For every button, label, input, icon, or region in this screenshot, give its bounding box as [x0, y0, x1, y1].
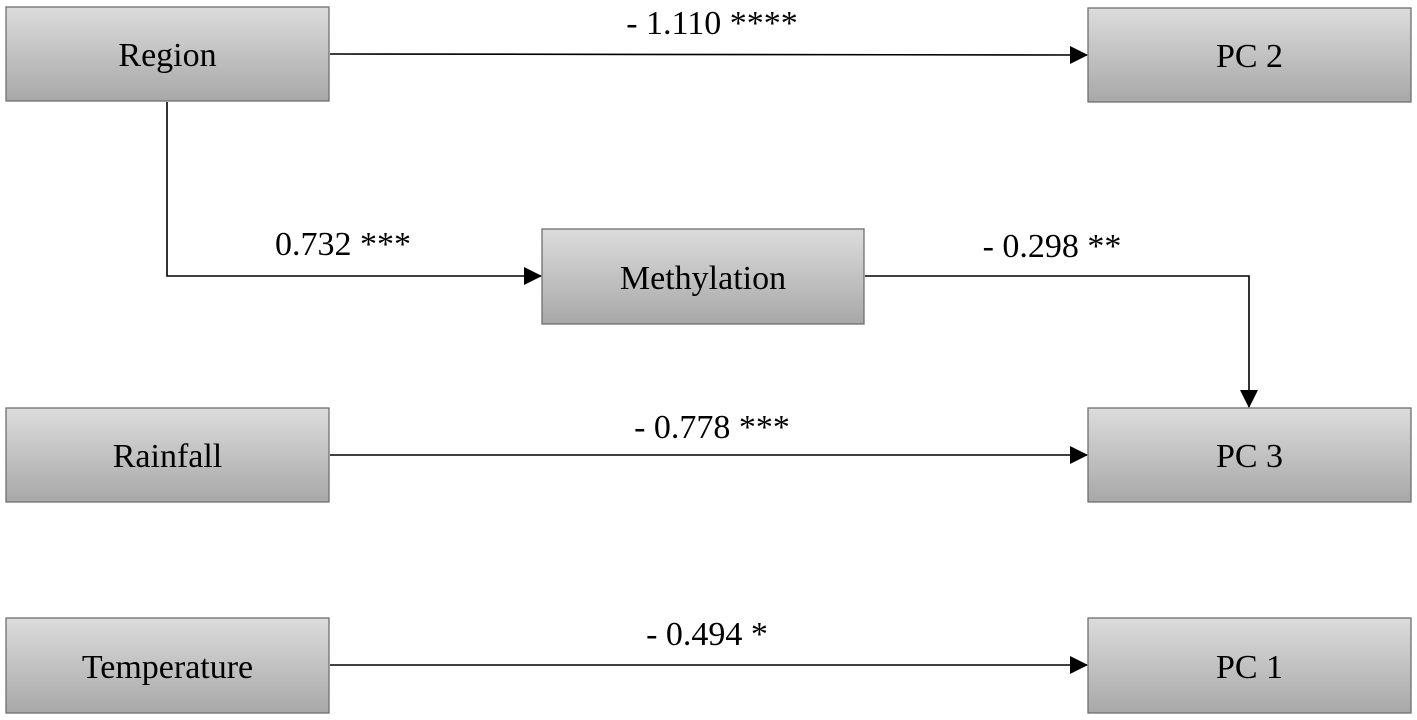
- node-label-pc1: PC 1: [1216, 649, 1283, 686]
- node-pc3: PC 3: [1087, 407, 1412, 503]
- edge-label-region-methylation: 0.732 ***: [275, 226, 411, 263]
- node-box-methylation: [541, 228, 865, 325]
- edge-region-pc2: [329, 45, 1088, 64]
- edge-label-rainfall-pc3: - 0.778 ***: [634, 409, 790, 446]
- node-box-pc3: [1087, 407, 1412, 503]
- edge-label-temperature-pc1: - 0.494 *: [646, 616, 768, 653]
- edge-label-region-pc2: - 1.110 ****: [626, 5, 798, 42]
- edges: [166, 45, 1258, 674]
- node-label-temperature: Temperature: [82, 649, 253, 686]
- node-box-region: [5, 6, 330, 102]
- edge-region-methylation: [166, 102, 542, 285]
- node-box-pc2: [1087, 7, 1412, 103]
- node-label-methylation: Methylation: [620, 260, 786, 297]
- node-temperature: Temperature: [5, 617, 330, 714]
- edge-labels: - 1.110 **** 0.732 *** - 0.298 ** - 0.77…: [275, 5, 1121, 653]
- node-rainfall: Rainfall: [5, 407, 330, 503]
- node-pc2: PC 2: [1087, 7, 1412, 103]
- node-label-pc2: PC 2: [1216, 38, 1283, 75]
- node-box-rainfall: [5, 407, 330, 503]
- node-box-pc1: [1087, 617, 1412, 714]
- edge-methylation-pc3: [865, 275, 1258, 408]
- node-region: Region: [5, 6, 330, 102]
- node-label-rainfall: Rainfall: [113, 438, 223, 475]
- node-box-temperature: [5, 617, 330, 714]
- node-label-region: Region: [118, 37, 216, 74]
- edge-label-methylation-pc3: - 0.298 **: [983, 228, 1122, 265]
- node-methylation: Methylation: [541, 228, 865, 325]
- node-pc1: PC 1: [1087, 617, 1412, 714]
- node-label-pc3: PC 3: [1216, 438, 1283, 475]
